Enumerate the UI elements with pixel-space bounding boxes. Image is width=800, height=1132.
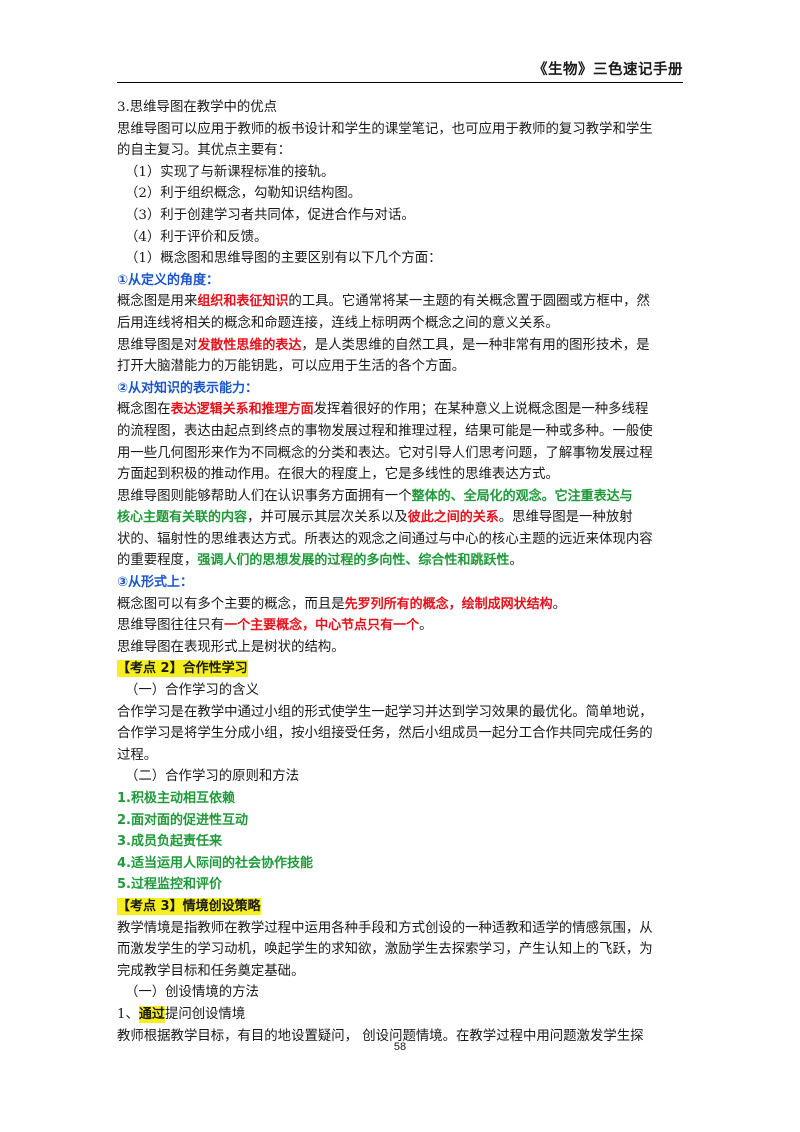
subsection-title: （一）创设情境的方法	[125, 985, 259, 1001]
exam-point-heading: 【考点 2】合作性学习	[117, 658, 683, 680]
text-span: 。	[509, 553, 523, 569]
paragraph-line: 方面起到积极的推动作用。在很大的程度上，它是多线性的思维表达方式。	[117, 467, 559, 483]
text-span: 的重要程度，	[117, 553, 198, 569]
paragraph-line: 思维导图则能够帮助人们在认识事务方面拥有一个整体的、全局化的观念。它注重表达与	[117, 486, 683, 508]
paragraph-line: 的重要程度，强调人们的思想发展的过程的多向性、综合性和跳跃性。	[117, 550, 683, 572]
paragraph-line: 思维导图在表现形式上是树状的结构。	[117, 639, 345, 655]
paragraph-line: 概念图是用来组织和表征知识的工具。它通常将某一主题的有关概念置于圆圈或方框中，然	[117, 291, 683, 313]
text-span: 。	[552, 596, 567, 612]
paragraph-line: 用一些几何图形来作为不同概念的分类和表达。它对引导人们思考问题，了解事物发展过程	[117, 445, 653, 461]
paragraph-line: 的自主复习。其优点主要有：	[117, 143, 292, 159]
subheading-definition: ①从定义的角度：	[117, 270, 683, 292]
list-item: （1）实现了与新课程标准的接轨。	[125, 164, 335, 180]
text-span: 概念图在	[117, 402, 171, 418]
section-heading: 3.思维导图在教学中的优点	[117, 100, 278, 115]
paragraph-line: 状的、辐射性的思维表达方式。所表达的观念之间通过与中心的核心主题的远近来体现内容	[117, 531, 653, 547]
exam-point-heading: 【考点 3】情境创设策略	[117, 896, 683, 918]
list-item: （2）利于组织概念，勾勒知识结构图。	[125, 186, 362, 202]
list-item: （1）概念图和思维导图的主要区别有以下几个方面：	[125, 251, 442, 267]
text-span: 提问创设情境	[164, 1006, 246, 1022]
subsection-title: （二）合作学习的原则和方法	[125, 769, 300, 785]
green-emphasis: 2.面对面的促进性互动	[117, 812, 248, 828]
text-span: 。思维导图是一种放射	[498, 510, 633, 526]
text-span: 发挥着很好的作用；在某种意义上说概念图是一种多线程	[313, 402, 649, 418]
subheading-form: ③从形式上：	[117, 572, 683, 594]
red-emphasis: 先罗列所有的概念，绘制成网状结构	[344, 596, 553, 612]
page-number: 58	[393, 1041, 407, 1053]
green-emphasis: 4.适当运用人际间的社会协作技能	[117, 855, 313, 871]
green-emphasis: 3.成员负起责任来	[117, 834, 222, 850]
principle-item: 3.成员负起责任来	[117, 831, 683, 853]
subheading-text: ③从形式上：	[117, 575, 194, 591]
text-span: 概念图可以有多个主要的概念，而且是	[117, 596, 345, 612]
text-span: 。	[419, 618, 433, 634]
subheading-text: ①从定义的角度：	[117, 272, 220, 288]
paragraph-line: 过程。	[117, 747, 158, 763]
header-title: 《生物》三色速记手册	[533, 62, 683, 78]
text-span: 1、	[117, 1006, 139, 1022]
subheading-representation: ②从对知识的表示能力：	[117, 378, 683, 400]
paragraph-line: 合作学习是在教学中通过小组的形式使学生一起学习并达到学习效果的最优化。简单地说，	[117, 704, 653, 720]
green-emphasis: 1.积极主动相互依赖	[117, 791, 235, 806]
highlighted-heading: 【考点 3】情境创设策略	[117, 897, 261, 915]
text-span: 概念图是用来	[117, 294, 198, 310]
paragraph-line: 而激发学生的学习动机，唤起学生的求知欲，激励学生去探索学习，产生认知上的飞跃，为	[117, 942, 653, 958]
page-header: 《生物》三色速记手册	[117, 56, 683, 83]
text-span: ，并可展示其层次关系以及	[247, 510, 408, 526]
red-emphasis: 表达逻辑关系和推理方面	[170, 402, 314, 418]
red-emphasis: 彼此之间的关系	[407, 510, 499, 526]
paragraph-line: 思维导图是对发散性思维的表达，是人类思维的自然工具，是一种非常有用的图形技术，是	[117, 335, 683, 357]
green-emphasis: 整体的、全局化的观念。它注重表达与	[411, 488, 633, 504]
subsection-title: （一）合作学习的含义	[125, 683, 259, 699]
red-emphasis: 一个主要概念，中心节点只有一个	[224, 618, 420, 634]
text-span: 思维导图往往只有	[117, 618, 225, 634]
text-span: 思维导图是对	[117, 337, 198, 353]
red-emphasis: 发散性思维的表达	[197, 337, 302, 353]
text-span: 的工具。它通常将某一主题的有关概念置于圆圈或方框中，然	[288, 294, 650, 310]
green-emphasis: 核心主题有关联的内容	[117, 510, 248, 526]
red-emphasis: 组织和表征知识	[197, 294, 289, 310]
paragraph-line: 的流程图，表达由起点到终点的事物发展过程和推理过程，结果可能是一种或多种。一般使	[117, 423, 653, 439]
list-item: （4）利于评价和反馈。	[125, 229, 268, 245]
paragraph-line: 概念图在表达逻辑关系和推理方面发挥着很好的作用；在某种意义上说概念图是一种多线程	[117, 399, 683, 421]
method-item: 1、通过提问创设情境	[117, 1004, 683, 1026]
paragraph-line: 完成教学目标和任务奠定基础。	[117, 963, 305, 979]
paragraph-line: 思维导图往往只有一个主要概念，中心节点只有一个。	[117, 615, 683, 637]
page-content: 3.思维导图在教学中的优点 思维导图可以应用于教师的板书设计和学生的课堂笔记，也…	[117, 97, 683, 1047]
principle-item: 4.适当运用人际间的社会协作技能	[117, 853, 683, 875]
principle-item: 1.积极主动相互依赖	[117, 788, 683, 810]
paragraph-line: 核心主题有关联的内容，并可展示其层次关系以及彼此之间的关系。思维导图是一种放射	[117, 507, 683, 529]
paragraph-line: 合作学习是将学生分成小组，按小组接受任务，然后小组成员一起分工合作共同完成任务的	[117, 726, 653, 742]
green-emphasis: 强调人们的思想发展的过程的多向性、综合性和跳跃性	[197, 553, 510, 569]
principle-item: 5.过程监控和评价	[117, 874, 683, 896]
paragraph-line: 后用连线将相关的概念和命题连接，连线上标明两个概念之间的意义关系。	[117, 315, 559, 331]
paragraph-line: 打开大脑潜能力的万能钥匙，可以应用于生活的各个方面。	[117, 359, 466, 375]
text-span: ，是人类思维的自然工具，是一种非常有用的图形技术，是	[301, 337, 650, 353]
paragraph-line: 思维导图可以应用于教师的板书设计和学生的课堂笔记，也可应用于教师的复习教学和学生	[117, 121, 653, 137]
paragraph-line: 概念图可以有多个主要的概念，而且是先罗列所有的概念，绘制成网状结构。	[117, 594, 683, 616]
subheading-text: ②从对知识的表示能力：	[117, 380, 259, 396]
text-span: 思维导图则能够帮助人们在认识事务方面拥有一个	[117, 488, 412, 504]
highlighted-heading: 【考点 2】合作性学习	[117, 660, 248, 678]
list-item: （3）利于创建学习者共同体，促进合作与对话。	[125, 207, 415, 223]
paragraph-line: 教学情境是指教师在教学过程中运用各种手段和方式创设的一种适教和适学的情感氛围，从	[117, 920, 653, 936]
paragraph-line: 教师根据教学目标，有目的地设置疑问， 创设问题情境。在教学过程中用问题激发学生探	[117, 1028, 644, 1044]
green-emphasis: 5.过程监控和评价	[117, 877, 222, 893]
principle-item: 2.面对面的促进性互动	[117, 810, 683, 832]
highlighted-word: 通过	[138, 1005, 165, 1023]
